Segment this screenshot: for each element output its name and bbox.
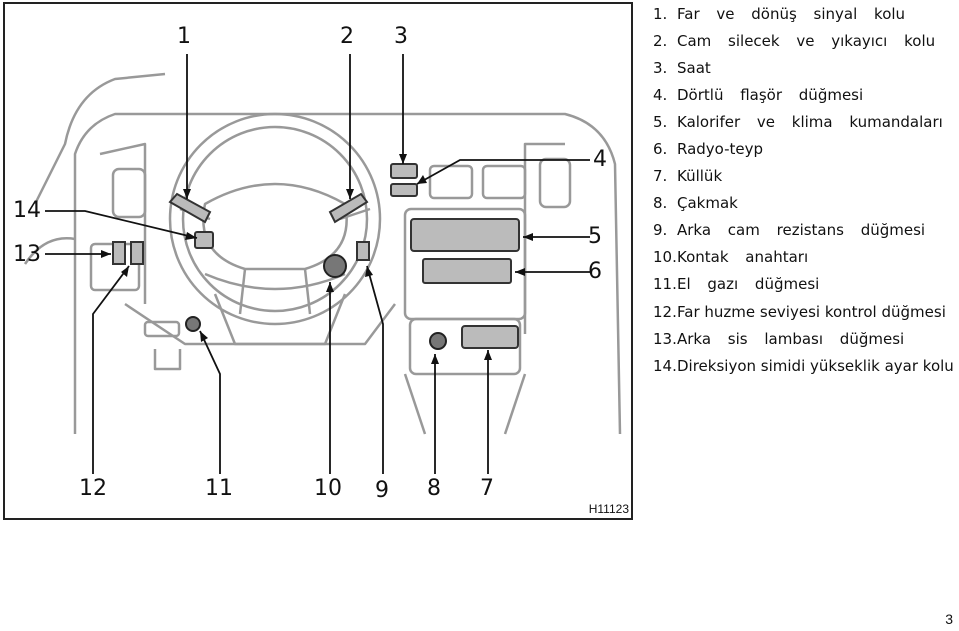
legend-item: 6. Radyo-teyp [653,135,954,162]
dashboard-figure: 1 2 3 4 5 6 7 8 9 10 11 12 13 14 H11123 [3,2,633,520]
callout-9: 9 [375,478,389,503]
callout-7: 7 [480,476,494,501]
callout-2: 2 [340,24,354,49]
legend-number: 12. [653,302,677,321]
legend-number: 14. [653,356,677,375]
callout-14: 14 [13,198,41,223]
legend-text: Küllük [677,167,723,186]
legend-text: Kontak anahtarı [677,248,809,267]
legend-number: 8. [653,194,668,213]
legend-number: 7. [653,167,668,186]
legend-item: 8. Çakmak [653,190,954,217]
legend-item: 13.Arka sis lambası düğmesi [653,325,954,352]
legend-item: 9. Arka cam rezistans düğmesi [653,217,954,244]
legend-number: 13. [653,329,677,348]
legend-number: 6. [653,140,668,159]
legend-number: 3. [653,58,668,77]
legend-text: Far huzme seviyesi kontrol düğmesi [677,302,946,321]
callout-5: 5 [588,224,602,249]
legend-item: 14.Direksiyon simidi yükseklik ayar kolu [653,352,954,379]
legend-list: 1. Far ve dönüş sinyal kolu 2. Cam silecek… [653,0,954,379]
legend-text: Saat [677,58,711,77]
legend-item: 7. Küllük [653,163,954,190]
callout-11: 11 [205,476,233,501]
legend-text: Dörtlü flaşör düğmesi [677,85,864,104]
legend-number: 5. [653,112,668,131]
legend-text: Radyo-teyp [677,140,764,159]
legend-text: El gazı düğmesi [677,275,820,294]
legend-item: 11.El gazı düğmesi [653,271,954,298]
legend-item: 10.Kontak anahtarı [653,244,954,271]
legend-text: Arka cam rezistans düğmesi [677,221,926,240]
legend-item: 4. Dörtlü flaşör düğmesi [653,81,954,108]
callout-1: 1 [177,24,191,49]
figure-code: H11123 [588,502,629,516]
page-number: 3 [945,611,953,627]
legend-item: 2. Cam silecek ve yıkayıcı kolu [653,27,954,54]
callout-10: 10 [314,476,342,501]
legend-text: Direksiyon simidi yükseklik ayar kolu [677,356,954,375]
callout-3: 3 [394,24,408,49]
legend-number: 10. [653,248,677,267]
legend-item: 3. Saat [653,54,954,81]
legend-text: Cam silecek ve yıkayıcı kolu [677,31,936,50]
legend-number: 9. [653,221,668,240]
legend-number: 4. [653,85,668,104]
legend-number: 1. [653,4,668,23]
dashboard-drawing [23,54,622,474]
legend-text: Far ve dönüş sinyal kolu [677,4,906,23]
legend-number: 11. [653,275,677,294]
legend-item: 1. Far ve dönüş sinyal kolu [653,0,954,27]
callout-12: 12 [79,476,107,501]
callout-4: 4 [593,147,607,172]
legend-text: Çakmak [677,194,738,213]
callout-6: 6 [588,259,602,284]
legend-text: Arka sis lambası düğmesi [677,329,905,348]
callout-8: 8 [427,476,441,501]
legend-item: 12.Far huzme seviyesi kontrol düğmesi [653,298,954,325]
legend-text: Kalorifer ve klima kumandaları [677,112,943,131]
legend-item: 5. Kalorifer ve klima kumandaları [653,108,954,135]
callout-13: 13 [13,242,41,267]
legend-number: 2. [653,31,668,50]
